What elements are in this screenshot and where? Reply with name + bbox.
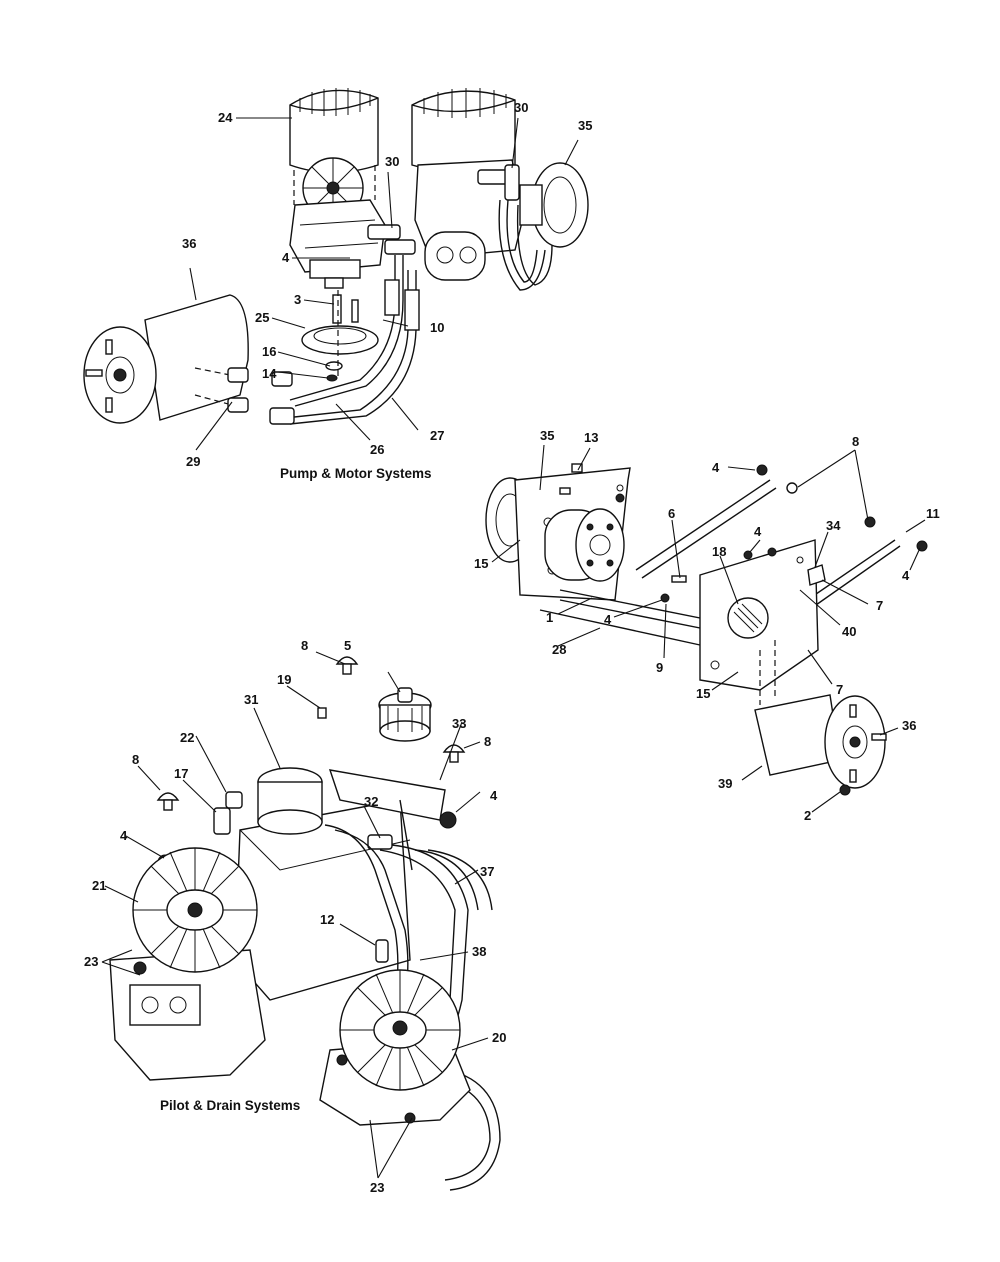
callout-25: 25: [255, 310, 269, 325]
callout-31: 31: [244, 692, 258, 707]
callout-36: 36: [902, 718, 916, 733]
callout-15: 15: [474, 556, 488, 571]
callout-23: 23: [84, 954, 98, 969]
callout-14: 14: [262, 366, 277, 381]
callout-18: 18: [712, 544, 726, 559]
callout-4: 4: [490, 788, 498, 803]
leader-lines: [101, 117, 926, 1179]
callout-20: 20: [492, 1030, 506, 1045]
callout-32: 32: [364, 794, 378, 809]
callout-30: 30: [385, 154, 399, 169]
callout-7: 7: [836, 682, 843, 697]
callout-30: 30: [514, 100, 528, 115]
callout-27: 27: [430, 428, 444, 443]
callout-34: 34: [826, 518, 841, 533]
callout-4: 4: [902, 568, 910, 583]
callout-7: 7: [876, 598, 883, 613]
callout-16: 16: [262, 344, 276, 359]
callout-17: 17: [174, 766, 188, 781]
callout-26: 26: [370, 442, 384, 457]
callout-8: 8: [852, 434, 859, 449]
fitting-elbows: [367, 164, 520, 255]
callout-13: 13: [584, 430, 598, 445]
callout-11: 11: [926, 506, 940, 521]
callout-8: 8: [484, 734, 491, 749]
hydraulic-motor-top-right: [519, 162, 589, 248]
callout-9: 9: [656, 660, 663, 675]
filler-cap-5: [378, 687, 432, 742]
callout-19: 19: [277, 672, 291, 687]
callout-23: 23: [370, 1180, 384, 1195]
callout-4: 4: [282, 250, 290, 265]
mount-plate-right: [699, 539, 819, 691]
callout-36: 36: [182, 236, 196, 251]
filter-housing-31: [257, 767, 323, 835]
pulley-stack: [301, 290, 379, 382]
reservoir-tank: [234, 799, 411, 1001]
callout-10: 10: [430, 320, 444, 335]
callout-1: 1: [546, 610, 553, 625]
callout-37: 37: [480, 864, 494, 879]
callout-40: 40: [842, 624, 856, 639]
callout-3: 3: [294, 292, 301, 307]
right-fan-20: [339, 969, 461, 1091]
hydraulic-hoses: [269, 199, 553, 425]
callout-28: 28: [552, 642, 566, 657]
caption-pilot-drain: Pilot & Drain Systems: [160, 1098, 300, 1113]
callout-12: 12: [320, 912, 334, 927]
caption-pump-motor: Pump & Motor Systems: [280, 466, 432, 481]
motor-center-round: [544, 508, 625, 582]
callout-29: 29: [186, 454, 200, 469]
callout-39: 39: [718, 776, 732, 791]
callout-33: 33: [452, 716, 466, 731]
bracket-34: [807, 564, 826, 586]
callout-labels: 24 30 30 35 36 4 3 25 10 16 14 29 26 27 …: [84, 100, 940, 1195]
pump-right-fan-cover: [411, 88, 516, 174]
callout-22: 22: [180, 730, 194, 745]
pump-motor-assembly: [83, 88, 589, 425]
hardware-nuts: [559, 463, 928, 603]
callout-4: 4: [120, 828, 128, 843]
callout-21: 21: [92, 878, 106, 893]
callout-6: 6: [668, 506, 675, 521]
callout-2: 2: [804, 808, 811, 823]
callout-4: 4: [604, 612, 612, 627]
pilot-drain-assembly: [109, 656, 501, 1191]
callout-8: 8: [132, 752, 139, 767]
callout-8: 8: [301, 638, 308, 653]
motor-mount-assembly: [485, 463, 928, 796]
left-pump-unit: [109, 949, 266, 1081]
callout-24: 24: [218, 110, 233, 125]
motor-36-lower: [754, 640, 887, 796]
left-fan-21: [132, 847, 258, 973]
pump-left-body: [289, 199, 386, 289]
hydraulic-motor-left: [83, 294, 249, 424]
callout-35: 35: [540, 428, 554, 443]
callout-4: 4: [754, 524, 762, 539]
callout-35: 35: [578, 118, 592, 133]
callout-4: 4: [712, 460, 720, 475]
callout-15: 15: [696, 686, 710, 701]
callout-5: 5: [344, 638, 351, 653]
tie-rods: [539, 479, 901, 646]
callout-38: 38: [472, 944, 486, 959]
